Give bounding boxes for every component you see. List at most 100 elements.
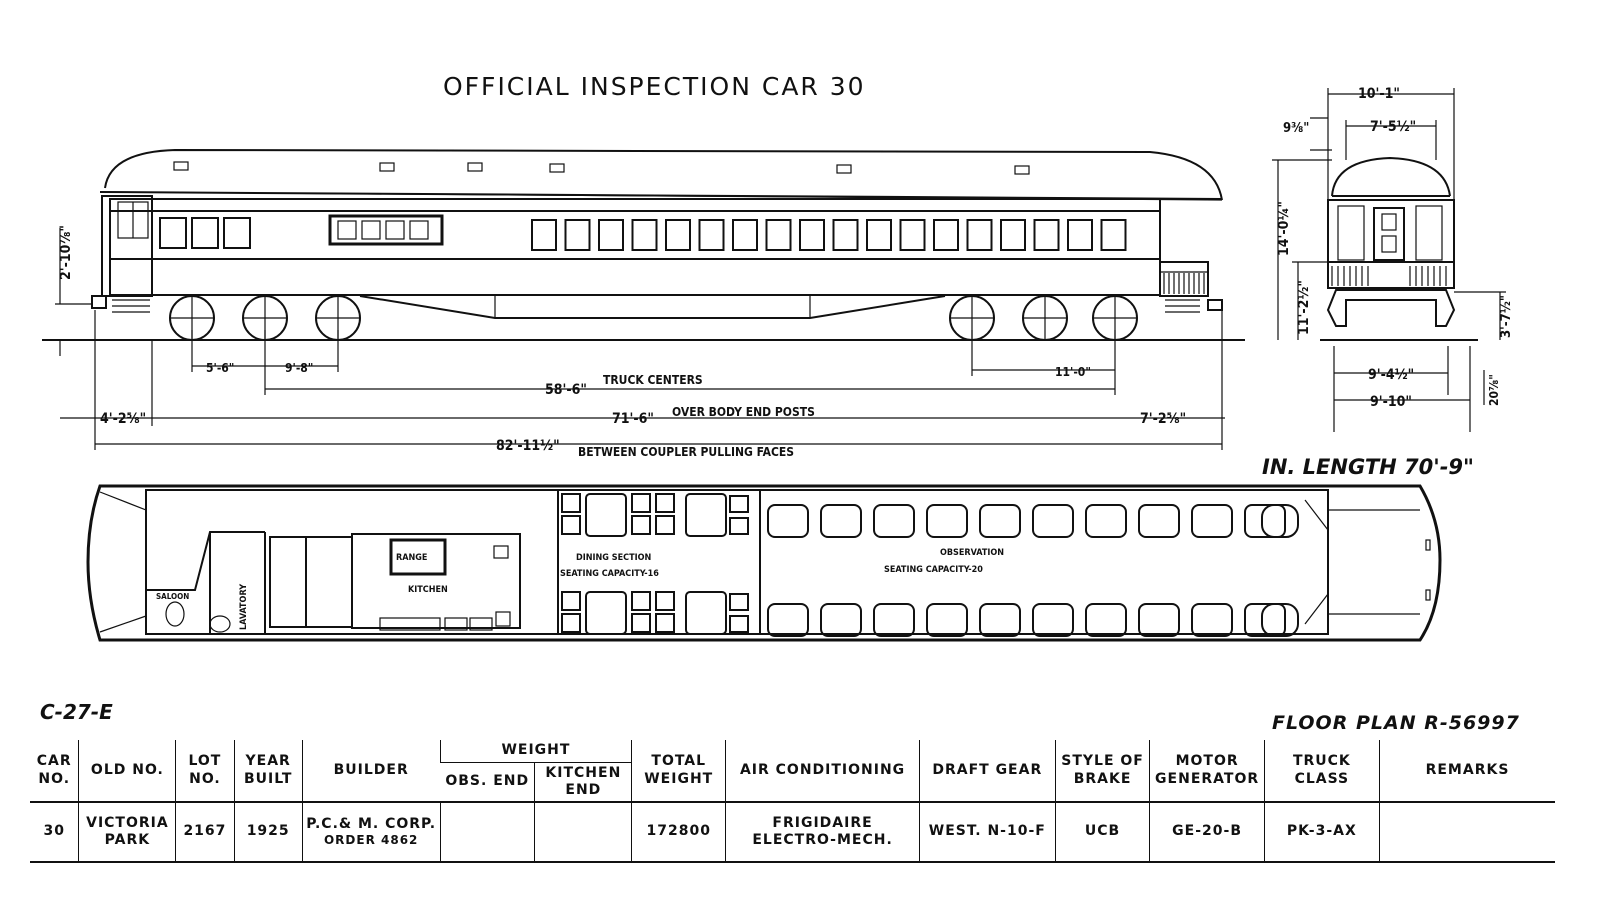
- side-window: [564, 219, 591, 251]
- lounge-chair: [979, 603, 1021, 637]
- dining-chair: [729, 495, 749, 513]
- th-year-built: YEAR BUILT: [233, 740, 303, 802]
- lounge-chair: [820, 603, 862, 637]
- side-window: [933, 219, 959, 251]
- dim-end-height-total: 14'-0¼": [1276, 201, 1292, 256]
- dining-label-2: SEATING CAPACITY-16: [560, 569, 659, 579]
- cell-obs-end: [439, 801, 535, 863]
- kitchen-window: [385, 220, 405, 240]
- dim-truck-centers-label: TRUCK CENTERS: [603, 373, 703, 387]
- dining-label-1: DINING SECTION: [576, 553, 651, 563]
- lounge-chair: [767, 504, 809, 538]
- dining-table: [685, 591, 727, 635]
- table-header-row: CAR NO. OLD NO. LOT NO. YEAR BUILT BUILD…: [30, 740, 1555, 802]
- cell-year-built: 1925: [233, 801, 303, 863]
- cell-lot-no: 2167: [175, 801, 234, 863]
- dim-coupler-value: 82'-11½": [496, 438, 560, 454]
- observation-label-2: SEATING CAPACITY-20: [884, 565, 983, 575]
- dim-truck-centers-value: 58'-6": [545, 382, 587, 398]
- side-window: [899, 219, 926, 251]
- lounge-chair: [926, 504, 968, 538]
- diagram-title: OFFICIAL INSPECTION CAR 30: [443, 72, 866, 101]
- th-lot-no: LOT NO.: [175, 740, 234, 802]
- dim-right-overhang: 7'-2⅝": [1140, 411, 1186, 427]
- th-weight: WEIGHT: [439, 740, 632, 763]
- kitchen-window: [361, 220, 381, 240]
- dim-end-width-a: 9'-4½": [1368, 367, 1414, 383]
- cell-builder: P.C.& M. CORP. ORDER 4862: [301, 801, 441, 863]
- dim-body-end-posts-label: OVER BODY END POSTS: [672, 405, 815, 419]
- side-window: [1033, 219, 1060, 251]
- cell-builder-order: ORDER 4862: [323, 833, 419, 848]
- cell-draft-gear: WEST. N-10-F: [918, 801, 1056, 863]
- side-window: [1100, 219, 1127, 251]
- th-obs-end: OBS. END: [440, 762, 535, 802]
- lounge-chair: [1085, 603, 1127, 637]
- inside-length: IN. LENGTH 70'-9": [1262, 455, 1474, 479]
- room-kitchen: KITCHEN: [408, 585, 448, 595]
- dim-end-rail-step: 20⅞": [1487, 374, 1501, 406]
- cell-truck-class: PK-3-AX: [1263, 801, 1380, 863]
- lounge-chair: [873, 504, 915, 538]
- end-dimensions: 10'-1" 9⅜" 7'-5½" 14'-0¼" 11'-2½" 3'-7½"…: [1272, 86, 1514, 432]
- cell-motor-generator: GE-20-B: [1149, 801, 1265, 863]
- cell-kitchen-end: [534, 801, 632, 863]
- dining-table: [685, 493, 727, 537]
- kitchen-window: [337, 220, 357, 240]
- lounge-chair: [926, 603, 968, 637]
- side-window: [1067, 219, 1093, 251]
- dining-chair: [655, 515, 675, 535]
- side-wheels: [169, 295, 1138, 341]
- lounge-chair: [979, 504, 1021, 538]
- dining-chair: [631, 493, 651, 513]
- th-motor-generator: MOTOR GENERATOR: [1149, 740, 1265, 802]
- observation-platform: [1159, 261, 1223, 313]
- dim-end-platform-height: 3'-7½": [1499, 295, 1514, 338]
- lounge-chair: [1244, 504, 1286, 538]
- dim-end-height-floor: 11'-2½": [1296, 280, 1312, 335]
- dim-left-overhang: 4'-2⅝": [100, 411, 146, 427]
- dining-chair: [561, 515, 581, 535]
- side-window: [765, 219, 792, 251]
- side-window: [732, 219, 758, 251]
- floor-plan: SALOON LAVATORY RANGE KITCHEN DINING SEC…: [86, 484, 1442, 642]
- end-elevation: [1320, 156, 1478, 341]
- kitchen-window: [409, 220, 429, 240]
- spec-table: CAR NO. OLD NO. LOT NO. YEAR BUILT BUILD…: [30, 740, 1555, 863]
- side-window: [223, 217, 251, 249]
- cell-style-of-brake: UCB: [1054, 801, 1150, 863]
- lounge-chair: [1261, 603, 1299, 637]
- side-dimensions: 2'-10⅞" 5'-6" 9'-8" 58'-6" TRUCK CENTERS…: [55, 225, 1225, 459]
- side-window: [598, 219, 624, 251]
- table-subheader-row: OBS. END KITCHEN END: [30, 762, 1555, 802]
- side-window: [191, 217, 219, 249]
- dining-chair: [655, 591, 675, 611]
- dim-coupler-label: BETWEEN COUPLER PULLING FACES: [578, 445, 794, 459]
- dining-chair: [655, 613, 675, 633]
- lounge-chair: [767, 603, 809, 637]
- dining-chair: [561, 591, 581, 611]
- lounge-chair: [1032, 504, 1074, 538]
- dim-right-truck: 11'-0": [1055, 365, 1091, 379]
- lounge-chair: [1191, 603, 1233, 637]
- dim-end-width-top: 10'-1": [1358, 86, 1400, 102]
- side-window: [631, 219, 658, 251]
- cell-old-no: VICTORIA PARK: [78, 801, 176, 863]
- side-window: [966, 219, 993, 251]
- cell-car-no: 30: [30, 801, 79, 863]
- th-draft-gear: DRAFT GEAR: [918, 740, 1056, 802]
- dim-body-end-posts-value: 71'-6": [612, 411, 654, 427]
- lounge-chair: [1138, 504, 1180, 538]
- th-old-no: OLD NO.: [78, 740, 176, 802]
- floor-plan-ref: FLOOR PLAN R-56997: [1272, 712, 1520, 734]
- cell-total-weight: 172800: [631, 801, 726, 863]
- cell-air-conditioning: FRIGIDAIRE ELECTRO-MECH.: [725, 801, 920, 863]
- th-kitchen-end: KITCHEN END: [534, 762, 632, 802]
- room-lavatory: LAVATORY: [239, 584, 249, 630]
- th-builder: BUILDER: [301, 740, 441, 802]
- th-truck-class: TRUCK CLASS: [1263, 740, 1380, 802]
- dining-chair: [561, 493, 581, 513]
- dim-end-clerestory: 7'-5½": [1370, 119, 1416, 135]
- dining-table: [585, 591, 627, 635]
- dining-chair: [729, 615, 749, 633]
